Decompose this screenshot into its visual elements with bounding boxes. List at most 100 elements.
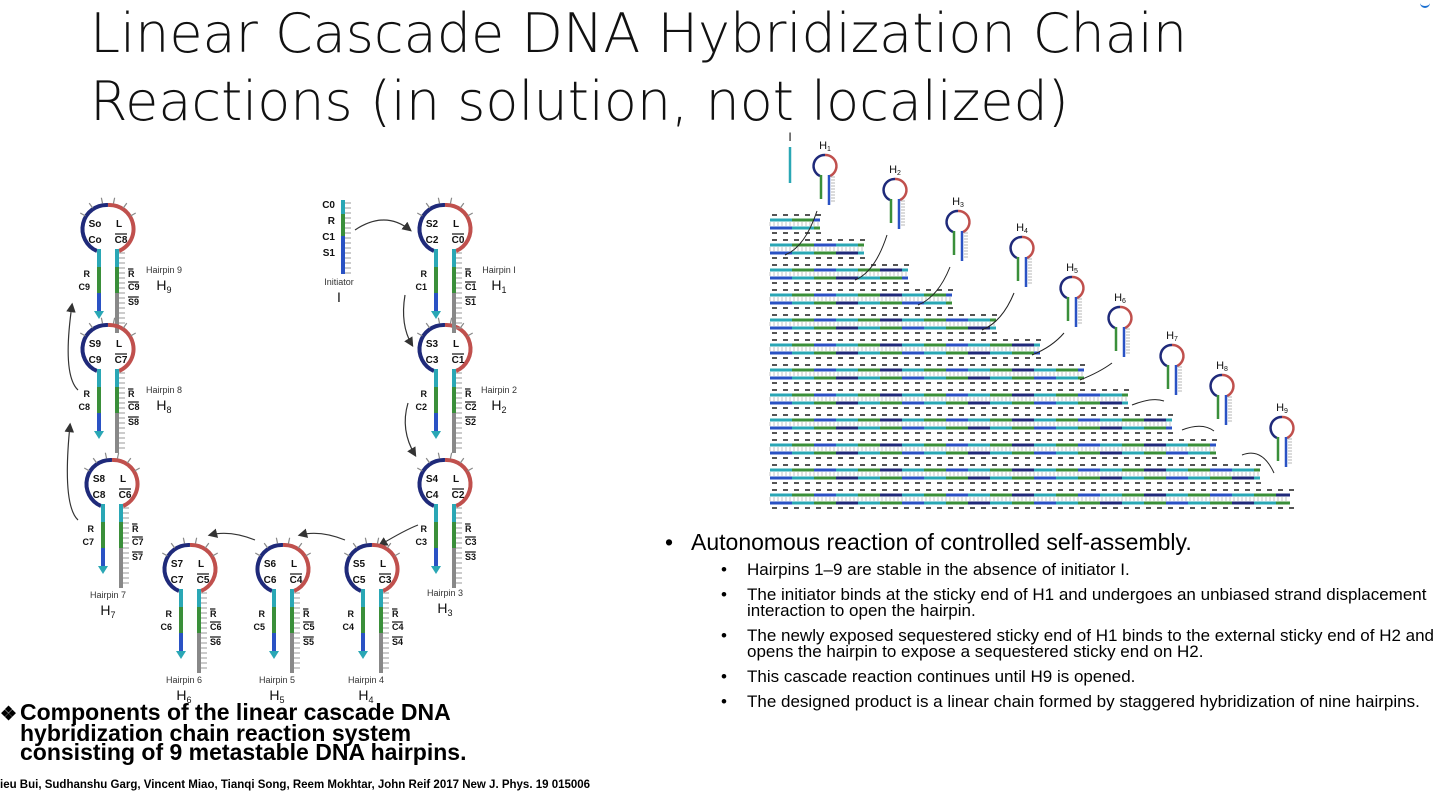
micro-label — [1003, 464, 1008, 466]
micro-label — [871, 364, 876, 366]
micro-label — [926, 407, 931, 409]
micro-label — [783, 257, 788, 259]
mid-label-right: R — [392, 609, 399, 619]
loop-tick — [170, 542, 176, 549]
micro-label — [860, 339, 865, 341]
stem-label-right: C2 — [452, 490, 465, 501]
micro-label — [1058, 432, 1063, 434]
micro-label — [959, 364, 964, 366]
micro-label — [1289, 489, 1294, 491]
micro-label — [1014, 339, 1019, 341]
loop-tick — [116, 452, 120, 459]
cascade-hairpin-2: H2 — [854, 164, 908, 281]
micro-label — [871, 432, 876, 434]
micro-label — [915, 339, 920, 341]
micro-label — [860, 332, 865, 334]
loop-tick — [459, 202, 465, 209]
micro-label — [992, 507, 997, 509]
micro-label — [1245, 482, 1250, 484]
micro-label — [893, 389, 898, 391]
micro-label — [926, 314, 931, 316]
mid-label-left: R — [84, 269, 91, 279]
micro-label — [959, 389, 964, 391]
micro-label — [915, 464, 920, 466]
micro-label — [904, 507, 909, 509]
micro-label — [794, 307, 799, 309]
micro-label — [904, 364, 909, 366]
micro-label — [1179, 439, 1184, 441]
micro-label — [1168, 439, 1173, 441]
micro-label — [959, 507, 964, 509]
initiator-caption: Initiator — [324, 277, 354, 287]
micro-label — [816, 239, 821, 241]
micro-label — [827, 439, 832, 441]
loop-tick — [437, 317, 441, 324]
micro-label — [1014, 382, 1019, 384]
micro-label — [794, 332, 799, 334]
micro-label — [827, 307, 832, 309]
micro-label — [816, 507, 821, 509]
micro-label — [893, 332, 898, 334]
micro-label — [992, 414, 997, 416]
loop-tick — [122, 202, 128, 209]
loop-right-arc — [1171, 343, 1185, 368]
micro-label — [1124, 414, 1129, 416]
micro-label — [948, 332, 953, 334]
micro-label — [838, 307, 843, 309]
micro-label — [937, 464, 942, 466]
micro-label — [794, 214, 799, 216]
micro-label — [1113, 389, 1118, 391]
micro-label — [882, 382, 887, 384]
micro-label — [937, 432, 942, 434]
micro-label — [904, 289, 909, 291]
micro-label — [816, 332, 821, 334]
micro-label — [948, 389, 953, 391]
micro-label — [1113, 482, 1118, 484]
loop-tick — [364, 537, 368, 544]
loop-tick — [126, 457, 132, 464]
micro-label — [959, 457, 964, 459]
cascade-hairpin-symbol: H9 — [1276, 402, 1288, 415]
corner-mark — [1420, 0, 1430, 8]
micro-label — [882, 339, 887, 341]
micro-label — [805, 407, 810, 409]
loop-left-arc — [945, 209, 959, 234]
micro-label — [1036, 432, 1041, 434]
loop-left-arc — [80, 322, 109, 373]
micro-label — [1080, 414, 1085, 416]
strand-arrowhead — [431, 431, 441, 439]
connector-curve — [917, 266, 951, 306]
micro-label — [937, 314, 942, 316]
micro-label — [838, 332, 843, 334]
micro-label — [827, 314, 832, 316]
micro-label — [915, 432, 920, 434]
loop-label-right: L — [291, 559, 297, 570]
lower-label-right-1: C3 — [465, 537, 477, 547]
micro-label — [816, 257, 821, 259]
micro-label — [1058, 389, 1063, 391]
micro-label — [1212, 464, 1217, 466]
connector-curve — [1079, 362, 1113, 381]
micro-label — [1047, 489, 1052, 491]
stem-label-left: C8 — [93, 490, 106, 501]
micro-label — [915, 414, 920, 416]
micro-label — [981, 489, 986, 491]
stem-label-right: C5 — [197, 575, 210, 586]
micro-label — [849, 482, 854, 484]
cascade-hairpin-1: H1 — [784, 140, 838, 256]
cascade-hairpin-symbol: H5 — [1066, 262, 1078, 275]
lower-label-right-2: S3 — [465, 552, 476, 562]
loop-label-right: L — [380, 559, 386, 570]
micro-label — [981, 464, 986, 466]
mid-label-left: R — [84, 389, 91, 399]
micro-label — [1014, 389, 1019, 391]
micro-label — [926, 307, 931, 309]
micro-label — [992, 489, 997, 491]
micro-label — [1278, 489, 1283, 491]
micro-label — [1036, 464, 1041, 466]
micro-label — [805, 307, 810, 309]
micro-label — [959, 432, 964, 434]
loop-tick — [416, 212, 423, 217]
loop-tick — [459, 322, 465, 329]
